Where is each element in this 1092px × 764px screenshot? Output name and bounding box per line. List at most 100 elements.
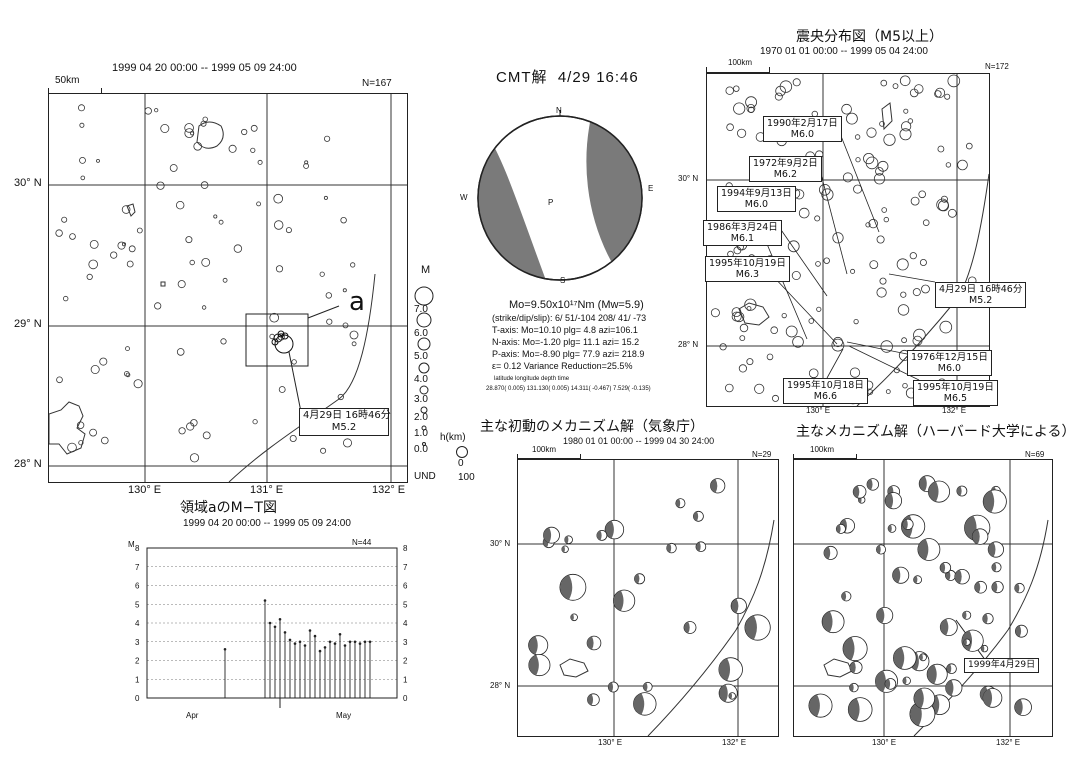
epicenter-marker	[349, 330, 359, 340]
epicenter-marker	[710, 308, 720, 318]
epicenter-marker	[791, 270, 801, 280]
jma-lat-28: 28° N	[490, 681, 511, 690]
epicenter-marker	[869, 260, 879, 270]
mechanism-beachball	[744, 614, 771, 641]
mechanism-beachball	[835, 523, 846, 534]
mt-y-tick-left: 2	[135, 657, 140, 666]
legend-h-0: 0	[458, 458, 464, 469]
epicenter-marker	[337, 393, 344, 401]
epicenter-marker	[900, 291, 907, 298]
mt-event-point	[313, 634, 317, 638]
epicenter-marker	[304, 160, 309, 165]
mechanism-beachball	[692, 510, 704, 522]
mechanism-beachball	[683, 621, 697, 634]
main-map-count: N=167	[362, 78, 392, 89]
epicenter-marker	[154, 302, 162, 310]
epicenter-marker	[940, 195, 948, 203]
mechanism-beachball	[528, 635, 549, 656]
mechanism-beachball	[982, 688, 1003, 708]
epicenter-marker	[814, 215, 821, 222]
epicenter-marker	[67, 442, 77, 453]
epicenter-marker	[351, 341, 357, 347]
epi-event-6-mag: M5.2	[969, 295, 993, 306]
cmt-dir-p: P	[548, 198, 554, 207]
mt-event-point	[343, 644, 347, 647]
mechanism-beachball	[902, 676, 911, 685]
cmt-loc-header: latitude longitude depth time	[494, 376, 570, 382]
mechanism-beachball	[887, 524, 897, 533]
main-map-canvas	[49, 94, 407, 482]
mechanism-beachball	[939, 618, 958, 637]
mt-event-point	[263, 599, 267, 602]
epicenter-marker	[819, 184, 831, 196]
legend-h-0-symbol	[456, 446, 468, 458]
epicenter-marker	[169, 164, 178, 172]
epi-event-8-date: 1995年10月18日	[787, 380, 864, 391]
epicenter-marker	[340, 216, 347, 224]
epicenter-marker	[910, 196, 920, 206]
event-label-mag: M5.2	[331, 422, 357, 433]
epicenter-marker	[832, 232, 844, 244]
epicenter-marker	[100, 436, 109, 445]
legend-m-5: 5.0	[414, 351, 428, 362]
mechanism-beachball	[913, 575, 922, 585]
epicenter-marker	[897, 304, 910, 316]
epicenter-marker	[121, 205, 131, 214]
epicenter-marker	[944, 93, 951, 100]
epicenter-marker	[122, 242, 127, 247]
epicenter-marker	[256, 201, 262, 207]
harvard-map-scale-bar	[793, 454, 857, 459]
mt-event-point	[288, 638, 292, 642]
mechanism-beachball	[849, 660, 863, 674]
legend-h-title: h(km)	[440, 432, 466, 443]
mt-y-tick-right: 6	[403, 582, 408, 591]
mechanism-beachball	[564, 535, 573, 544]
epicenter-marker	[77, 104, 85, 112]
epi-event-6-date: 4月29日 16時46分	[939, 284, 1023, 295]
epi-event-5-mag: M6.3	[735, 269, 760, 280]
harvard-map-canvas	[794, 460, 1052, 736]
epicenter-marker	[89, 428, 97, 437]
cmt-p-axis: P-axis: Mo=-8.90 plg= 77.9 azi= 218.9	[492, 349, 645, 359]
epicenter-marker	[78, 440, 84, 446]
cmt-t-axis: T-axis: Mo=10.10 plg= 4.8 azi=106.1	[492, 325, 638, 335]
mt-event-point	[278, 618, 282, 621]
epicenter-marker	[133, 379, 143, 389]
epicenter-marker	[175, 200, 185, 210]
main-lon-132: 132° E	[372, 484, 406, 496]
epi-event-7-date: 1976年12月15日	[911, 352, 988, 363]
mechanism-beachball	[633, 692, 657, 716]
cmt-dir-s: S	[560, 276, 566, 285]
epicenter-marker	[876, 235, 885, 244]
mechanism-beachball	[642, 681, 653, 692]
epicenter-marker	[250, 124, 258, 132]
mechanism-beachball	[963, 638, 971, 646]
epicenter-marker	[342, 438, 352, 448]
mechanism-beachball	[926, 663, 948, 685]
epicenter-marker	[193, 141, 203, 151]
epicenter-marker	[738, 364, 748, 373]
mt-y-tick-right: 5	[403, 600, 408, 609]
legend-m-7: 7.0	[414, 304, 428, 315]
jma-lon-132: 132° E	[722, 738, 747, 747]
mt-event-point	[283, 631, 287, 634]
main-lat-28: 28° N	[14, 458, 42, 470]
legend-circles	[414, 286, 434, 446]
main-map: a 4月29日 16時46分 M5.2	[48, 93, 408, 483]
epicenter-marker	[770, 326, 778, 335]
epicenter-marker	[877, 160, 889, 172]
cmt-mo: Mo=9.50x10¹⁷Nm (Mw=5.9)	[509, 299, 644, 311]
epicenter-marker	[79, 122, 85, 128]
epicenter-marker	[61, 216, 68, 223]
mechanism-beachball	[961, 629, 984, 652]
epi-lat-28: 28° N	[678, 340, 699, 349]
epicenter-marker	[842, 172, 853, 183]
epicenter-marker	[291, 359, 297, 365]
harvard-map-scale: 100km	[810, 445, 835, 454]
epicenter-marker	[177, 280, 186, 289]
epicenter-marker	[63, 295, 69, 302]
